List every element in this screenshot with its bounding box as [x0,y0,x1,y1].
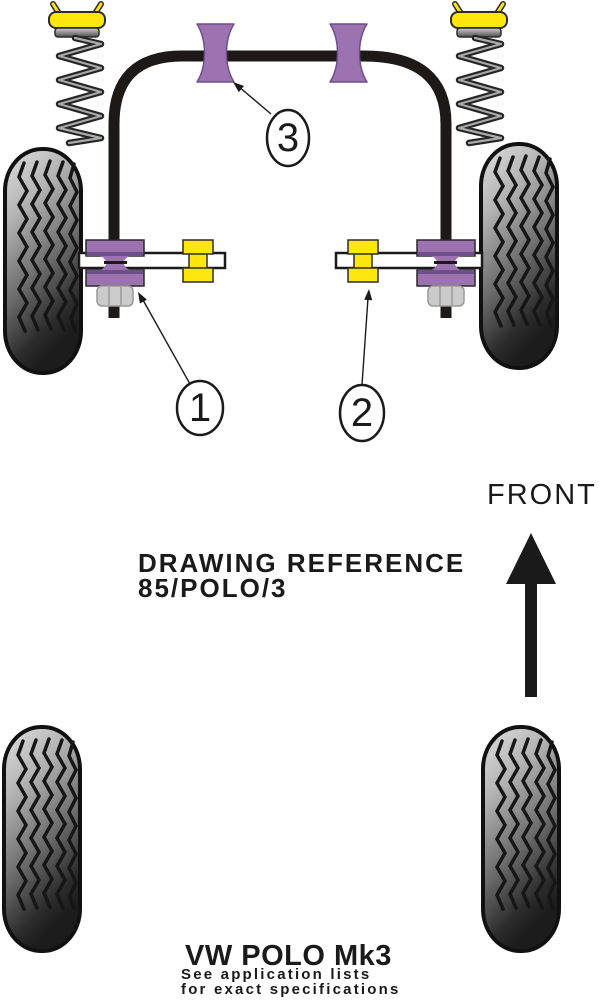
footer-note-line2: for exact specifications [181,981,401,998]
callout-3: 3 [233,82,311,168]
front-arrow-icon [506,533,556,697]
coil-spring-right [459,38,501,143]
callout-1: 1 [138,292,225,437]
drawing-reference-line2: 85/POLO/3 [138,573,288,603]
front-label: FRONT [487,479,597,511]
tire-front-left [3,147,83,375]
drawing-reference-line1: DRAWING REFERENCE [138,548,466,578]
footer-note-line1: See application lists [181,966,372,983]
footer-note: See application lists for exact specific… [181,967,401,997]
drawing-reference: DRAWING REFERENCE 85/POLO/3 [138,548,466,603]
endlink-assembly-right [334,238,484,308]
callout-2-arrowhead [364,289,373,301]
callout-2-number: 2 [351,391,373,435]
tire-rear-right [481,725,561,953]
callout-1-number: 1 [189,386,211,430]
coil-spring-left [59,38,101,143]
strut-top-mount-left [49,4,105,37]
callout-3-number: 3 [277,116,299,160]
tire-rear-left [2,725,82,953]
callout-3-arrowhead [233,82,244,93]
anti-roll-bar [108,50,452,318]
tire-front-right [479,142,559,370]
footer-model: VW POLO Mk3 [185,940,392,972]
strut-top-mount-right [451,4,507,37]
callout-2: 2 [338,289,386,443]
endlink-assembly-left [77,238,227,308]
callout-1-arrowhead [138,292,147,304]
